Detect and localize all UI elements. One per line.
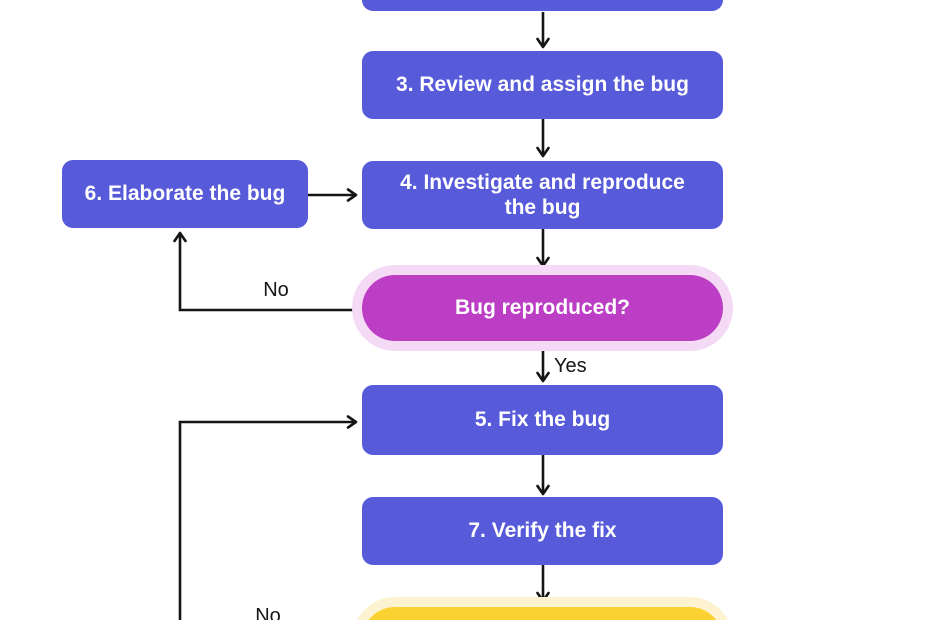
edge-label-no-to-elaborate: No — [263, 279, 289, 301]
edge-label-no-bottom: No — [255, 605, 281, 620]
flowchart-node-step3: 3. Review and assign the bug — [362, 51, 723, 119]
flowchart-node-step6: 6. Elaborate the bug — [62, 160, 308, 228]
node-label-step4: 4. Investigate and reproduce the bug — [400, 170, 685, 219]
node-label-step6: 6. Elaborate the bug — [84, 182, 286, 206]
edge-decision-no-to-step6 — [173, 231, 353, 312]
flowchart-node-decision-bug-reproduced: Bug reproduced? — [362, 275, 723, 341]
flowchart-node-step4: 4. Investigate and reproduce the bug — [362, 161, 723, 229]
edge-bottom-loop-to-step5 — [178, 415, 358, 620]
node-label-step3: 3. Review and assign the bug — [396, 73, 689, 97]
edge-label-yes-to-fix: Yes — [554, 355, 587, 377]
flowchart-node-step7: 7. Verify the fix — [362, 497, 723, 565]
node-label-step5: 5. Fix the bug — [474, 408, 611, 432]
node-label-step7: 7. Verify the fix — [468, 519, 617, 543]
node-label-decision-bug-reproduced: Bug reproduced? — [454, 296, 630, 320]
flowchart-node-step5: 5. Fix the bug — [362, 385, 723, 455]
flowchart-node-step2-partial — [362, 0, 723, 11]
flowchart-node-bottom-decision-partial — [362, 607, 723, 620]
